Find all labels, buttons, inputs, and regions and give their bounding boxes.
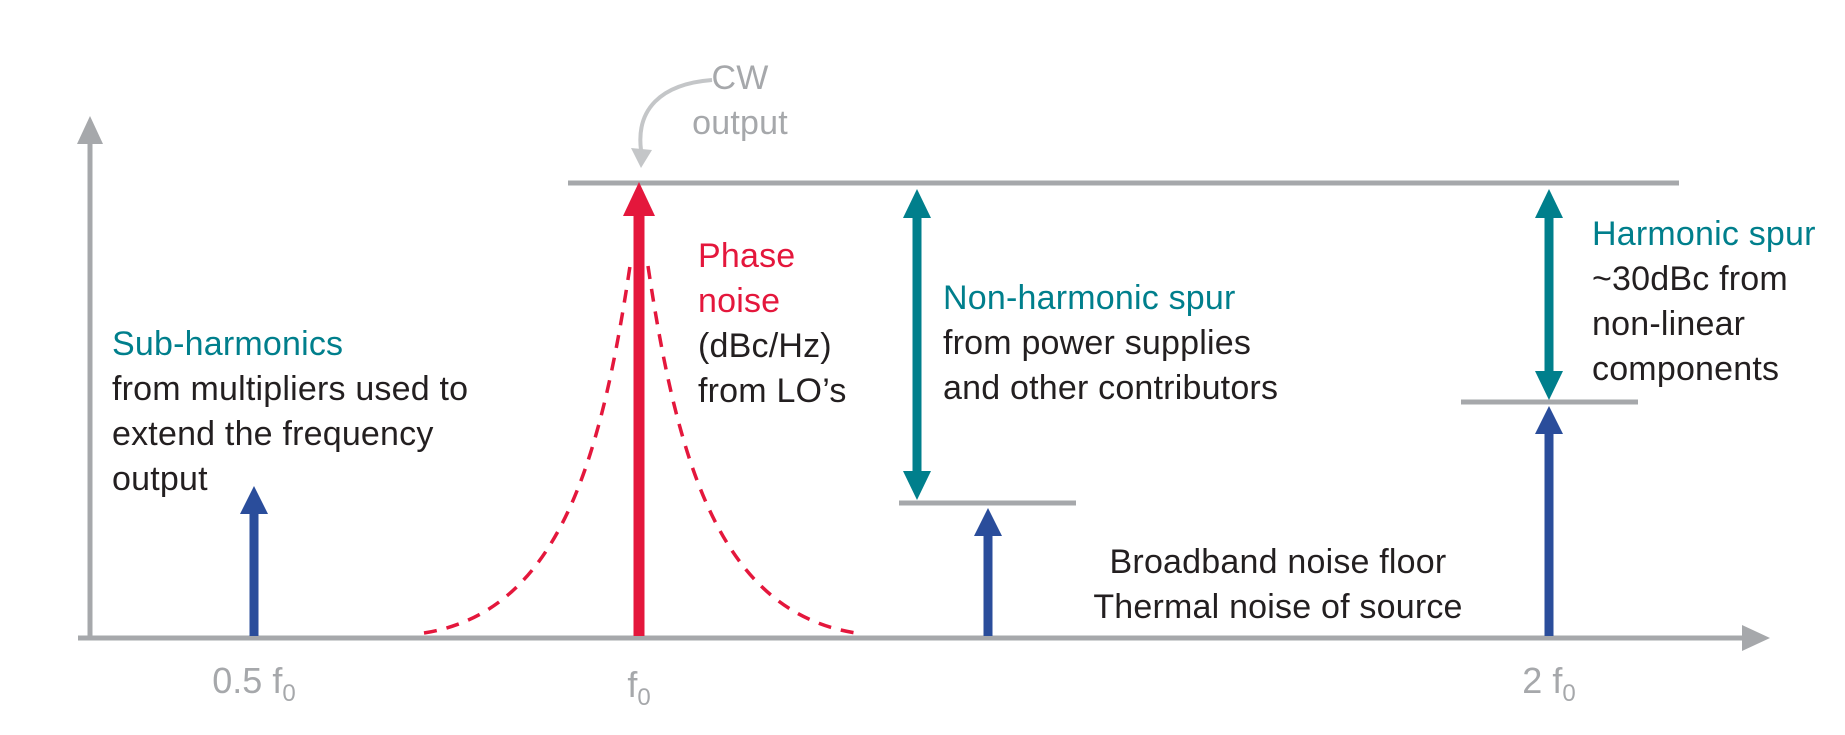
phase-noise-skirt [423,265,857,635]
phase-noise-body-line: from LO’s [698,372,847,410]
phase-noise-annotation: Phase noise (dBc/Hz) from LO’s [698,234,958,414]
sub-harmonics-body-line: output [112,460,208,498]
x-tick-2f0: 2 f0 [1479,660,1619,708]
cw-output-label: CW output [655,56,825,146]
non-harmonic-spur-double-arrow [903,189,931,500]
non-harmonic-spur-body-line: from power supplies [943,324,1252,362]
x-tick-subscript: 0 [282,680,296,707]
non-harmonic-spur-title: Non-harmonic spur [943,279,1236,317]
harmonic-spur-body-line: ~30dBc from [1592,260,1788,298]
cw-pointer-arrow [631,78,713,168]
harmonic-arrow [1535,406,1563,636]
x-tick-text: 2 f [1522,660,1563,701]
x-tick-f0: f0 [599,664,679,712]
cw-output-line: CW [711,59,769,97]
sub-harmonics-body-line: extend the frequency [112,415,434,453]
broadband-noise-line: Broadband noise floor [1109,543,1447,581]
x-axis [78,625,1770,651]
carrier-arrow [623,182,655,636]
harmonic-spur-double-arrow [1535,189,1563,400]
cw-output-line: output [692,104,788,142]
phase-noise-body-line: (dBc/Hz) [698,327,832,365]
sub-harmonics-annotation: Sub-harmonics from multipliers used to e… [112,322,532,502]
subharmonic-arrow [240,486,268,636]
y-axis [77,116,103,638]
x-tick-text: 0.5 f [212,660,283,701]
non-harmonic-spur-annotation: Non-harmonic spur from power supplies an… [943,276,1373,411]
broadband-noise-line: Thermal noise of source [1093,588,1463,626]
phase-noise-title-line: Phase [698,237,796,275]
x-tick-half-f0: 0.5 f0 [184,660,324,708]
harmonic-spur-body-line: non-linear [1592,305,1746,343]
x-tick-text: f [627,664,638,705]
sub-harmonics-body-line: from multipliers used to [112,370,469,408]
non-harmonic-spur-body-line: and other contributors [943,369,1279,407]
x-tick-subscript: 0 [637,684,651,711]
noise-floor-arrow [974,508,1002,636]
harmonic-spur-body-line: components [1592,350,1780,388]
sub-harmonics-title: Sub-harmonics [112,325,344,363]
broadband-noise-annotation: Broadband noise floor Thermal noise of s… [1078,540,1478,630]
harmonic-spur-title: Harmonic spur [1592,215,1816,253]
x-tick-subscript: 0 [1562,680,1576,707]
harmonic-spur-annotation: Harmonic spur ~30dBc from non-linear com… [1592,212,1842,392]
phase-noise-title-line: noise [698,282,781,320]
